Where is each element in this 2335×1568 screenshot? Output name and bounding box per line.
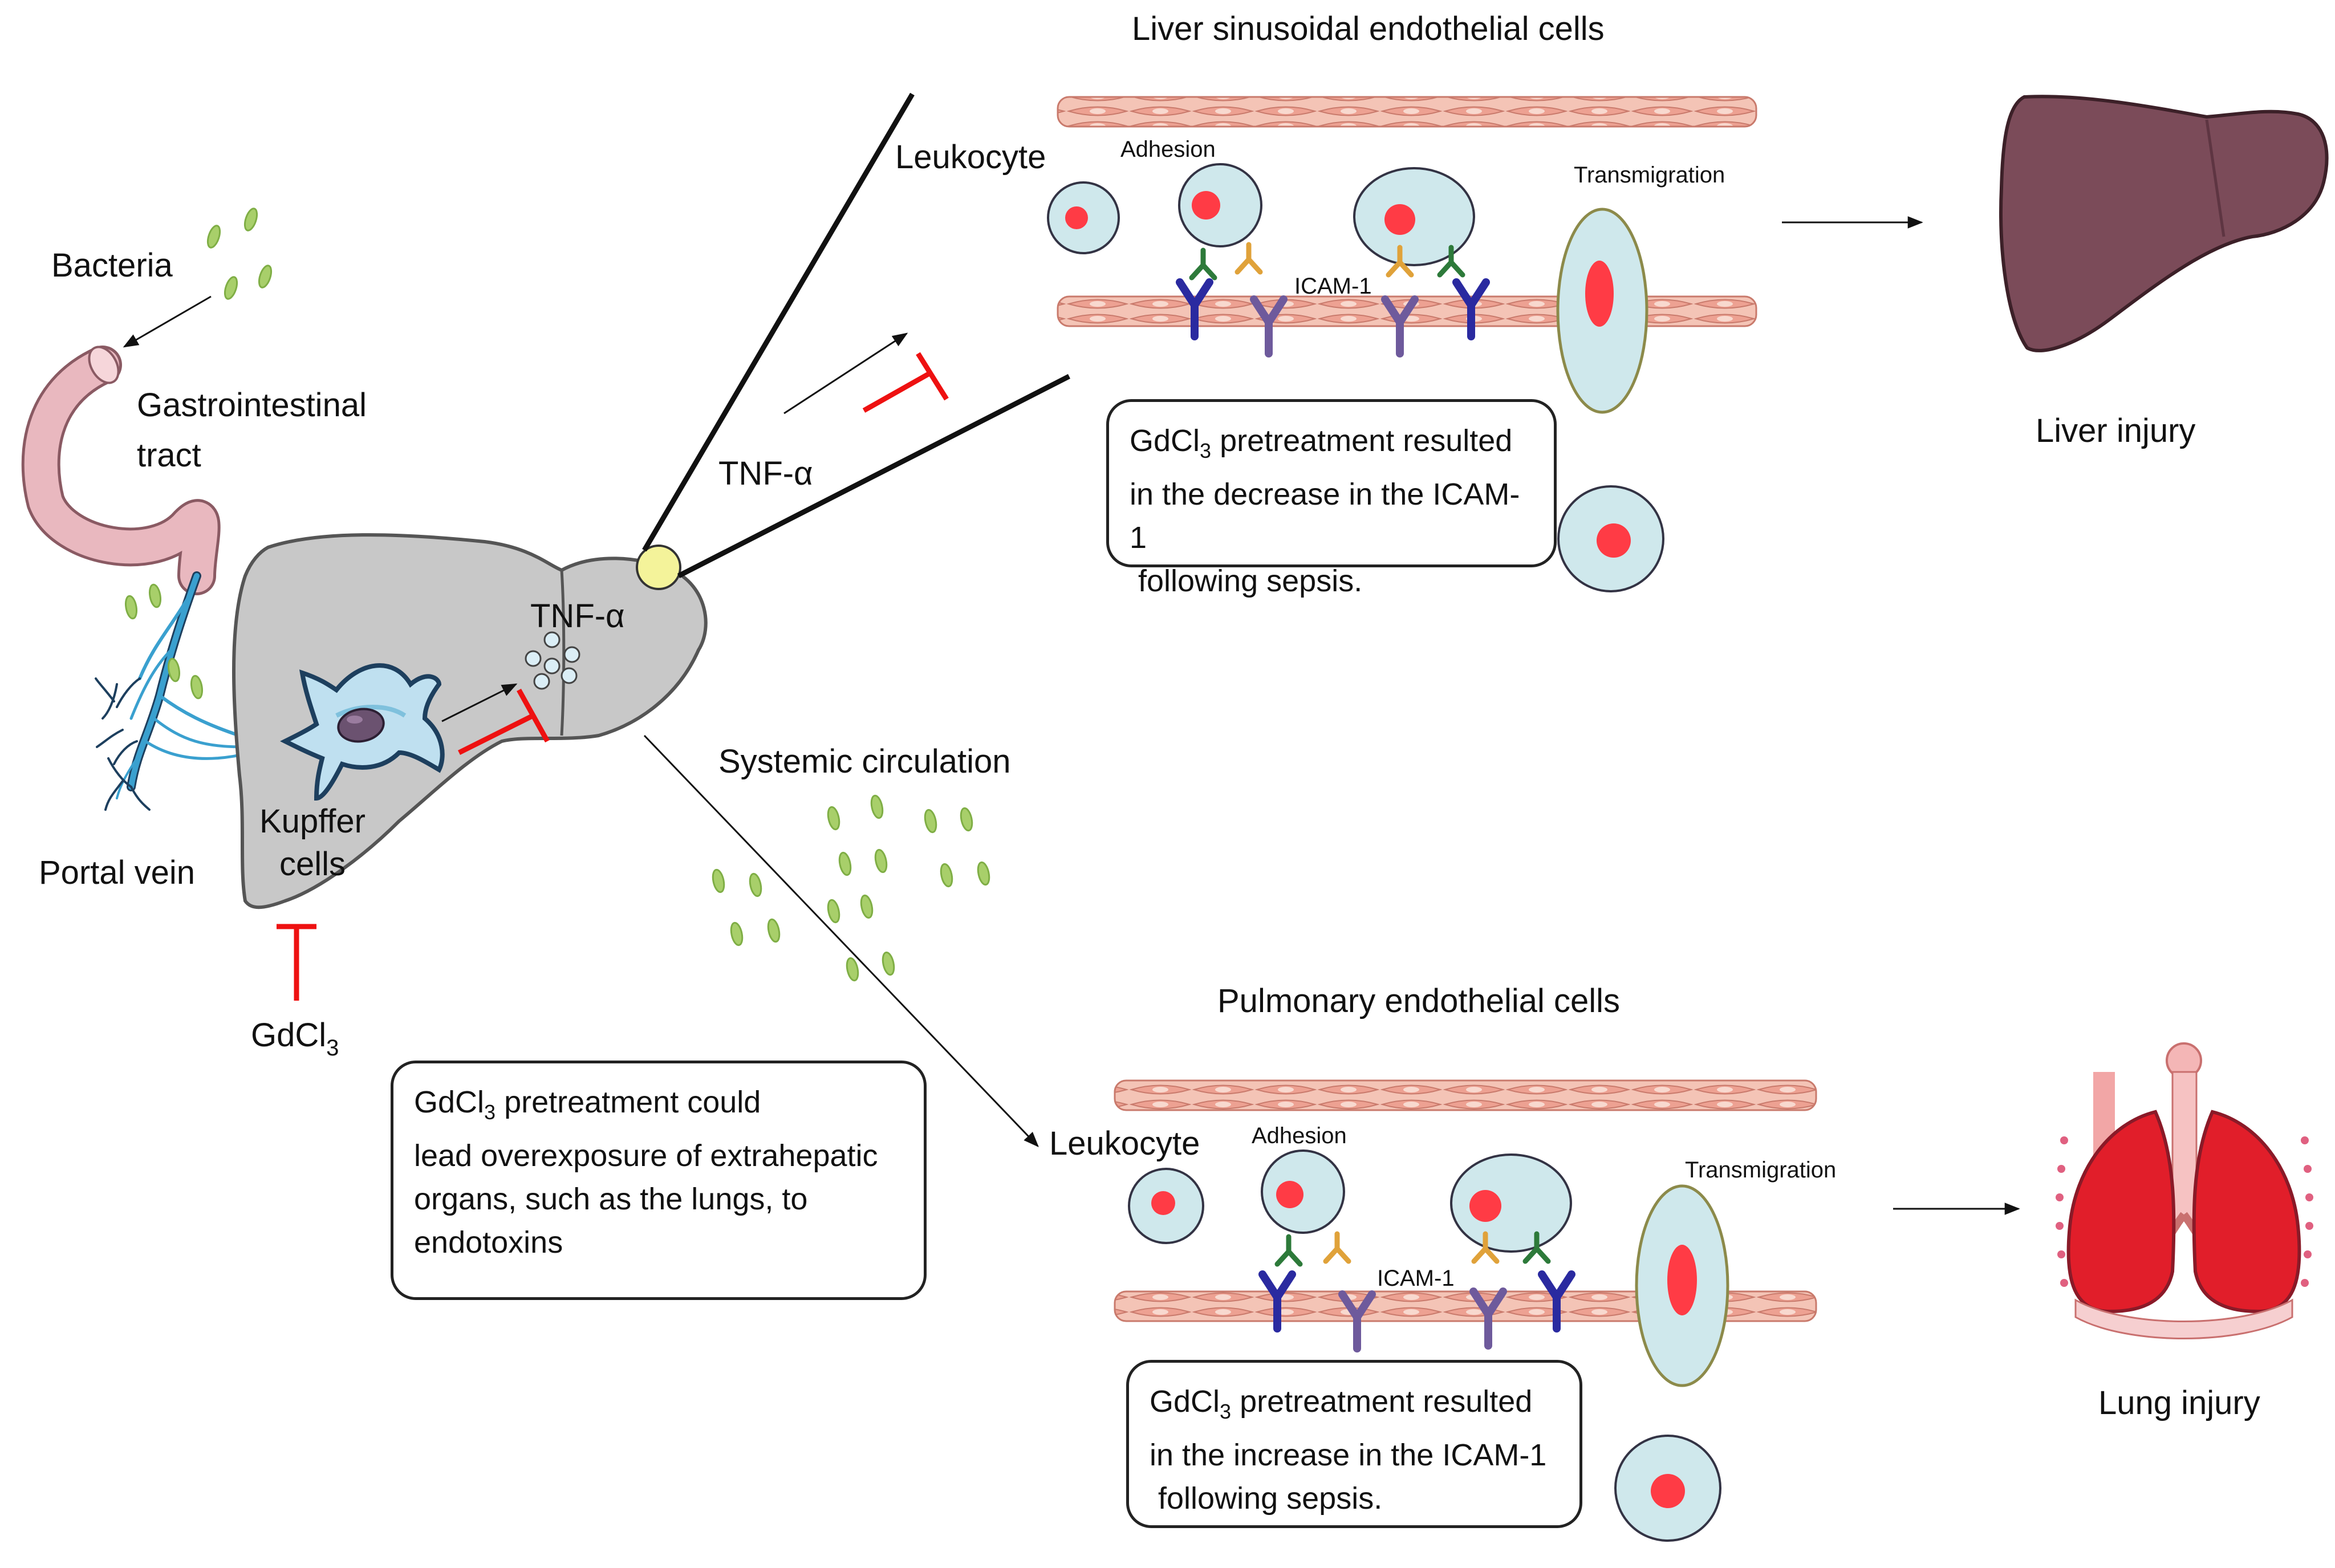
lung-icam1-label: ICAM-1 [1377,1266,1455,1291]
inhibit-gdcl3-symbol [277,924,316,1001]
liver-leukocyte-label: Leukocyte [895,139,1046,176]
liver-result-note: GdCl3 pretreatment resulted in the decre… [1106,399,1557,598]
lungs-icon [2056,1042,2313,1339]
lung-transmigration-label: Transmigration [1685,1157,1836,1183]
lung-leukocytes [1128,1149,1729,1542]
lung-injury-label: Lung injury [2098,1384,2260,1421]
liver-icon [1999,95,2329,352]
lung-leukocyte-label: Leukocyte [1049,1125,1200,1162]
bacteria-group-top [204,206,275,302]
systemic-note: GdCl3 pretreatment could lead overexposu… [391,1061,927,1300]
gi-tract-label-line2: tract [137,437,201,474]
systemic-circulation-label: Systemic circulation [718,743,1010,780]
liver-note-gdcl: GdCl [1130,424,1200,458]
liver-note-subscript: 3 [1200,439,1212,462]
lung-adhesion-label: Adhesion [1252,1123,1347,1148]
liver-main [232,533,708,909]
intestine-icon [21,346,221,595]
kupffer-to-tnf-arrow [441,683,518,722]
kupffer-label-line2: cells [279,846,346,883]
systemic-note-subscript: 3 [484,1100,496,1124]
bacteria-label: Bacteria [51,247,173,284]
bacteria-group-systemic [710,794,992,982]
systemic-note-gdcl: GdCl [414,1085,485,1119]
bacteria-to-gut-arrow [123,295,212,348]
liver-leukocytes [1047,163,1664,592]
tnf-to-endothelium-arrow [783,332,908,415]
liver-icam1-label: ICAM-1 [1294,274,1372,299]
inhibit-kupffer-tnf-symbol [457,688,550,755]
gdcl3-label: GdCl3 [251,1017,339,1061]
lung-note-gdcl: GdCl [1150,1384,1220,1419]
lung-note-text: pretreatment resulted in the increase in… [1150,1384,1547,1516]
systemic-note-text: pretreatment could lead overexposure of … [414,1085,878,1260]
liver-to-lung-arrow [643,734,1039,1147]
lung-note-subscript: 3 [1220,1400,1232,1423]
portal-vein-label: Portal vein [39,854,195,891]
liver-transmigration-label: Transmigration [1574,163,1725,188]
lung-panel-title: Pulmonary endothelial cells [1217,982,1620,1019]
liver-injury-label: Liver injury [2036,412,2195,449]
zoom-focus-point [636,545,681,590]
inhibit-tnf-endothelium-symbol [862,352,949,413]
tnf-alpha-upper-label: TNF-α [718,455,813,492]
kupffer-cell-icon [280,663,445,801]
liver-panel-title: Liver sinusoidal endothelial cells [1132,10,1605,47]
kupffer-label-line1: Kupffer [259,803,366,840]
lung-result-note: GdCl3 pretreatment resulted in the incre… [1126,1360,1582,1528]
liver-adhesion-label: Adhesion [1120,137,1216,162]
liver-note-text: pretreatment resulted in the decrease in… [1130,424,1520,598]
gi-tract-label-line1: Gastrointestinal [137,387,367,424]
tnf-alpha-liver-label: TNF-α [530,598,625,635]
tnf-vesicles [525,631,580,690]
portal-vein-vessels [95,571,253,811]
zoom-line-lower [677,373,1071,579]
zoom-line-upper [642,92,915,552]
